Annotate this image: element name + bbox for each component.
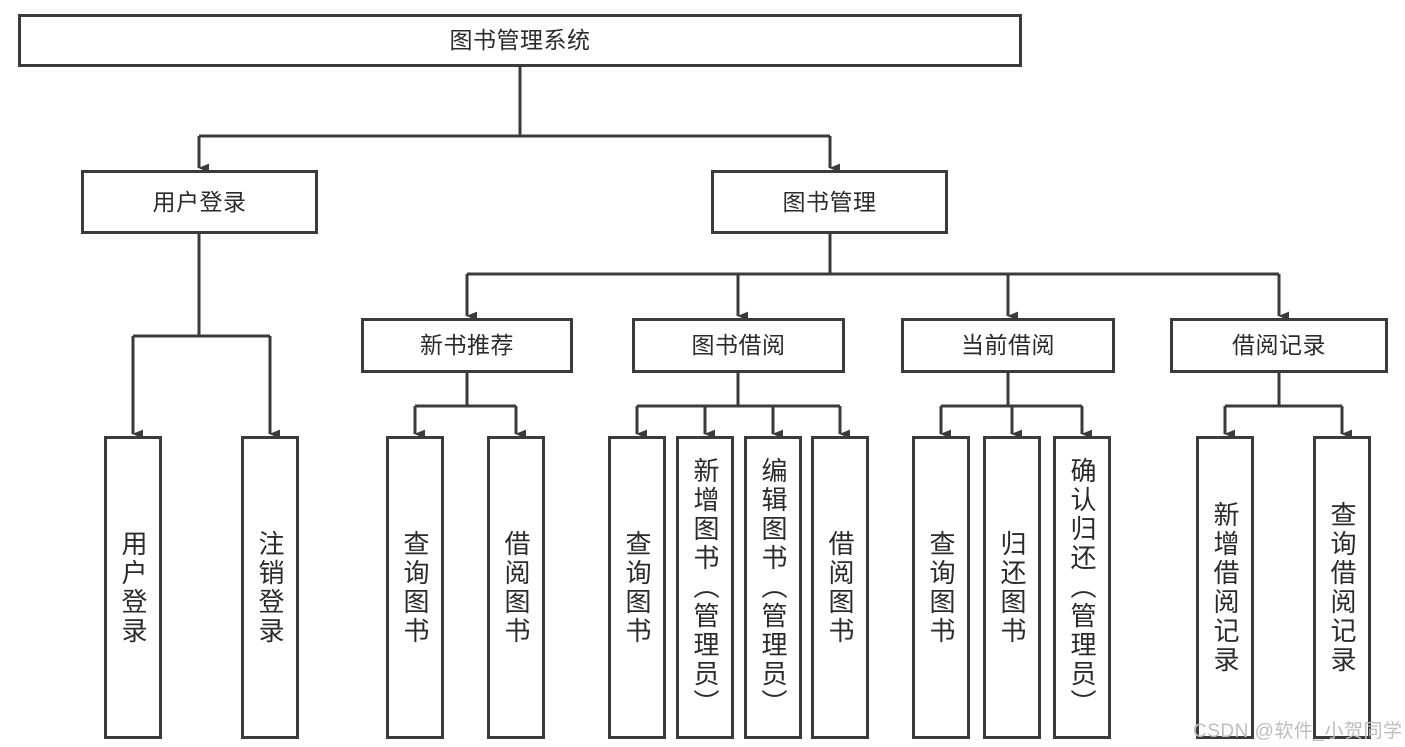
node-leaf-query-book-1[interactable]: 查询图书 — [386, 436, 444, 739]
node-leaf-return-book[interactable]: 归还图书 — [983, 436, 1041, 739]
node-current-borrow[interactable]: 当前借阅 — [901, 318, 1115, 373]
node-user-login[interactable]: 用户登录 — [81, 170, 318, 234]
node-leaf-edit-book-admin-label: 编辑图书（管理员） — [758, 457, 788, 718]
node-leaf-confirm-return-admin-label: 确认归还（管理员） — [1067, 457, 1097, 718]
node-leaf-query-book-2[interactable]: 查询图书 — [608, 436, 666, 739]
node-leaf-user-login[interactable]: 用户登录 — [104, 436, 162, 739]
node-leaf-borrow-book-2[interactable]: 借阅图书 — [811, 436, 869, 739]
node-leaf-edit-book-admin[interactable]: 编辑图书（管理员） — [744, 436, 802, 739]
node-leaf-query-book-3-label: 查询图书 — [926, 529, 956, 646]
node-new-book-recommend-label: 新书推荐 — [420, 332, 514, 358]
node-leaf-query-book-1-label: 查询图书 — [400, 529, 430, 646]
node-root[interactable]: 图书管理系统 — [18, 14, 1022, 67]
node-leaf-query-book-2-label: 查询图书 — [622, 529, 652, 646]
node-borrow-record[interactable]: 借阅记录 — [1170, 318, 1388, 373]
node-leaf-add-book-admin[interactable]: 新增图书（管理员） — [676, 436, 734, 739]
node-leaf-user-logout-label: 注销登录 — [255, 529, 285, 646]
node-leaf-query-borrow-record[interactable]: 查询借阅记录 — [1313, 436, 1371, 739]
node-root-label: 图书管理系统 — [449, 27, 591, 53]
node-leaf-borrow-book-2-label: 借阅图书 — [825, 529, 855, 646]
node-book-borrow[interactable]: 图书借阅 — [632, 318, 845, 373]
node-leaf-add-borrow-record-label: 新增借阅记录 — [1210, 500, 1240, 675]
node-borrow-record-label: 借阅记录 — [1232, 332, 1326, 358]
node-leaf-user-login-label: 用户登录 — [118, 529, 148, 646]
node-new-book-recommend[interactable]: 新书推荐 — [361, 318, 573, 373]
node-leaf-query-borrow-record-label: 查询借阅记录 — [1327, 500, 1357, 675]
node-book-borrow-label: 图书借阅 — [691, 332, 786, 358]
node-current-borrow-label: 当前借阅 — [961, 332, 1055, 358]
node-leaf-confirm-return-admin[interactable]: 确认归还（管理员） — [1053, 436, 1111, 739]
node-leaf-borrow-book-1-label: 借阅图书 — [501, 529, 531, 646]
node-book-management[interactable]: 图书管理 — [711, 170, 948, 234]
node-leaf-return-book-label: 归还图书 — [997, 529, 1027, 646]
node-leaf-add-book-admin-label: 新增图书（管理员） — [690, 457, 720, 718]
node-leaf-borrow-book-1[interactable]: 借阅图书 — [487, 436, 545, 739]
node-book-management-label: 图书管理 — [782, 188, 877, 215]
node-leaf-add-borrow-record[interactable]: 新增借阅记录 — [1196, 436, 1254, 739]
node-leaf-query-book-3[interactable]: 查询图书 — [912, 436, 970, 739]
node-user-login-label: 用户登录 — [152, 188, 247, 215]
node-leaf-user-logout[interactable]: 注销登录 — [241, 436, 299, 739]
